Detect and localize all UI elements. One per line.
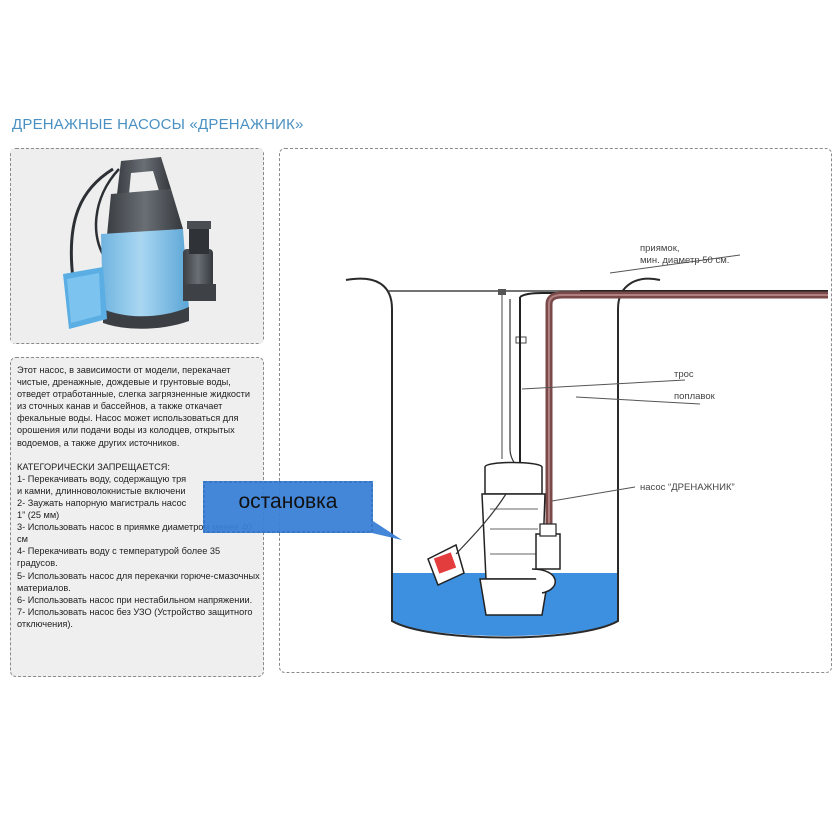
- prohibited-item: 1” (25 мм): [17, 510, 60, 521]
- prohibited-item: 6- Использовать насос при нестабильном н…: [17, 594, 253, 605]
- installation-diagram: [345, 254, 828, 639]
- description-panel: Этот насос, в зависимости от модели, пер…: [10, 357, 264, 677]
- tooltip-bubble: остановка: [202, 480, 402, 540]
- tooltip-shape: [203, 481, 402, 540]
- description-text: Этот насос, в зависимости от модели, пер…: [17, 364, 261, 630]
- label-rope: трос: [674, 369, 694, 380]
- label-pit: приямок,: [640, 243, 680, 254]
- tooltip-text: остановка: [238, 490, 338, 513]
- pump-product-image: [11, 149, 263, 343]
- label-pump: насос “ДРЕНАЖНИК”: [640, 482, 735, 493]
- label-float: поплавок: [674, 391, 715, 402]
- label-pit-diameter: мин. диаметр 50 см.: [640, 255, 730, 266]
- product-photo-panel: [10, 148, 264, 344]
- prohibited-item: 2- Заужать напорную магистраль насос: [17, 497, 187, 508]
- prohibited-item: 4- Перекачивать воду с температурой боле…: [17, 546, 221, 569]
- page-title: ДРЕНАЖНЫЕ НАСОСЫ «ДРЕНАЖНИК»: [12, 116, 304, 133]
- prohibited-item: 1- Перекачивать воду, содержащую тря: [17, 473, 187, 484]
- prohibited-item: 3- Использовать насос в приямке диаметро…: [17, 522, 252, 545]
- pump: [479, 461, 561, 616]
- installation-diagram-panel: приямок, мин. диаметр 50 см. трос поплав…: [279, 148, 832, 673]
- prohibited-item: 5- Использовать насос для перекачки горю…: [17, 570, 260, 593]
- float: [427, 493, 507, 587]
- pit-outline: [345, 277, 661, 639]
- prohibited-item: и камни, длинноволокнистые включени: [17, 485, 186, 496]
- description-intro: Этот насос, в зависимости от модели, пер…: [17, 365, 250, 448]
- prohibited-heading: КАТЕГОРИЧЕСКИ ЗАПРЕЩАЕТСЯ:: [17, 461, 170, 472]
- prohibited-item: 7- Использовать насос без УЗО (Устройств…: [17, 606, 253, 629]
